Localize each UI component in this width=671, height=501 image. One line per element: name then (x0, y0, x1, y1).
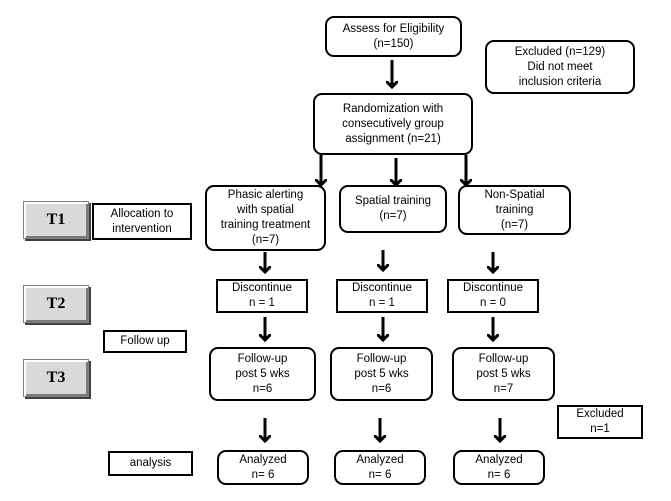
followup-1-line-1: Follow-up (237, 352, 288, 365)
randomization-line-3: assignment (n=21) (345, 132, 441, 145)
followup-2-line-2: post 5 wks (354, 367, 409, 380)
follow-up-label-box: Follow up (103, 330, 187, 353)
timepoint-t2: T2 (23, 285, 89, 323)
group-box-spatial-training: Spatial training (n=7) (339, 185, 447, 233)
excluded-bottom-line-1: Excluded (576, 408, 624, 420)
analyzed-box-group-3: Analyzed n= 6 (453, 450, 545, 485)
group-box-phasic-alerting: Phasic alerting with spatial training tr… (205, 185, 326, 251)
excluded-box-bottom: Excluded n=1 (557, 405, 643, 439)
followup-2-line-1: Follow-up (356, 352, 407, 365)
followup-1-line-2: post 5 wks (235, 367, 290, 380)
followup-box-group-1: Follow-up post 5 wks n=6 (209, 347, 316, 401)
eligibility-line-1: Assess for Eligibility (342, 22, 445, 35)
excluded-top-line-1: Excluded (n=129) (514, 45, 606, 58)
excluded-top-line-3: inclusion criteria (518, 75, 602, 88)
excluded-top-line-2: Did not meet (527, 60, 593, 73)
followup-box-group-3: Follow-up post 5 wks n=7 (452, 347, 555, 401)
discontinue-3-line-1: Discontinue (462, 282, 524, 294)
group-1-line-3: training treatment (220, 219, 311, 231)
group-1-line-2: with spatial (237, 204, 294, 216)
follow-up-label: Follow up (120, 335, 170, 347)
followup-3-line-3: n=7 (493, 382, 514, 395)
group-1-line-1: Phasic alerting (227, 189, 304, 201)
group-3-line-1: Non-Spatial (484, 188, 545, 201)
group-1-line-4: (n=7) (251, 234, 280, 246)
analyzed-box-group-2: Analyzed n= 6 (334, 450, 426, 485)
group-box-non-spatial-training: Non-Spatial training (n=7) (458, 185, 571, 235)
followup-box-group-2: Follow-up post 5 wks n=6 (330, 347, 433, 401)
timepoint-t1: T1 (23, 201, 89, 239)
discontinue-box-group-2: Discontinue n = 1 (336, 279, 428, 313)
discontinue-2-line-2: n = 1 (369, 297, 395, 309)
followup-3-line-1: Follow-up (478, 352, 529, 365)
discontinue-box-group-3: Discontinue n = 0 (447, 279, 539, 313)
discontinue-1-line-2: n = 1 (249, 297, 275, 309)
analyzed-box-group-1: Analyzed n= 6 (217, 450, 309, 485)
analyzed-3-line-2: n= 6 (487, 468, 511, 481)
eligibility-box: Assess for Eligibility (n=150) (325, 16, 462, 57)
analysis-label-box: analysis (108, 451, 193, 476)
group-3-line-3: (n=7) (500, 218, 529, 231)
group-3-line-2: training (495, 203, 534, 216)
analyzed-3-line-1: Analyzed (475, 453, 523, 466)
discontinue-2-line-1: Discontinue (351, 282, 413, 294)
analyzed-1-line-2: n= 6 (251, 468, 275, 481)
group-2-line-1: Spatial training (354, 195, 432, 207)
eligibility-line-2: (n=150) (373, 37, 414, 50)
analysis-label: analysis (129, 457, 172, 469)
allocation-label-box: Allocation to intervention (92, 203, 192, 240)
excluded-bottom-line-2: n=1 (590, 423, 610, 435)
discontinue-1-line-1: Discontinue (231, 282, 293, 294)
allocation-line-2: intervention (112, 222, 172, 235)
analyzed-2-line-1: Analyzed (356, 453, 404, 466)
randomization-box: Randomization with consecutively group a… (313, 93, 473, 155)
excluded-box-top: Excluded (n=129) Did not meet inclusion … (485, 40, 635, 94)
analyzed-1-line-1: Analyzed (239, 453, 287, 466)
randomization-line-1: Randomization with (342, 102, 444, 115)
discontinue-box-group-1: Discontinue n = 1 (216, 279, 308, 313)
followup-3-line-2: post 5 wks (476, 367, 531, 380)
randomization-line-2: consecutively group (342, 117, 444, 130)
analyzed-2-line-2: n= 6 (368, 468, 392, 481)
followup-1-line-3: n=6 (252, 382, 273, 395)
group-2-line-2: (n=7) (379, 210, 407, 222)
timepoint-t3: T3 (23, 359, 89, 397)
allocation-line-1: Allocation to (110, 207, 174, 220)
discontinue-3-line-2: n = 0 (480, 297, 506, 309)
followup-2-line-3: n=6 (371, 382, 392, 395)
